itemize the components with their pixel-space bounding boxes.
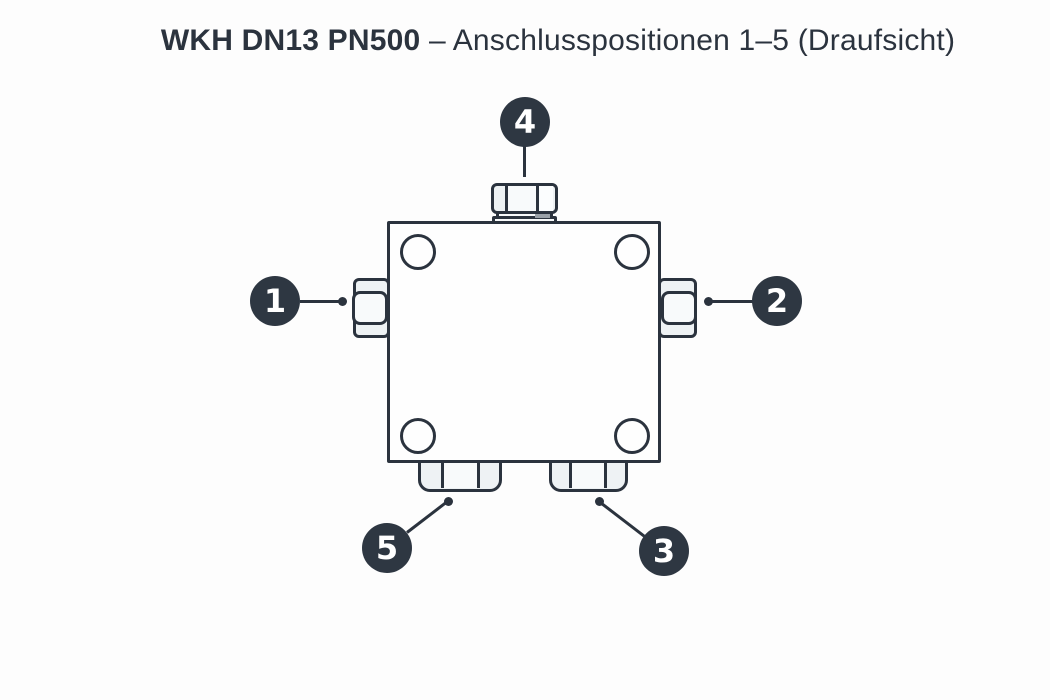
port-5-hex-middle-face: [444, 460, 477, 488]
leader-line-5: [406, 499, 450, 534]
leader-line-3: [598, 499, 646, 537]
port-5-hex-divider-right: [477, 460, 480, 488]
port-4-hex-middle-face: [508, 186, 536, 211]
leader-dot-2: [703, 296, 713, 306]
title-subtitle: – Anschlusspositionen 1–5 (Draufsicht): [428, 24, 956, 57]
leader-dot-3: [594, 496, 604, 506]
port-4-hex-divider-left: [505, 186, 508, 211]
port-3-hex-divider-left: [569, 460, 572, 488]
port-2-hex-middle-face: [661, 291, 697, 325]
leader-line-4: [523, 146, 526, 177]
bolt-hole-bottom-right: [614, 418, 650, 454]
port-4-thread-mark: [535, 212, 550, 218]
badge-3-number: 3: [652, 532, 676, 570]
title-product-name: WKH DN13 PN500: [160, 24, 421, 57]
badge-4-number: 4: [513, 103, 537, 141]
badge-2-number: 2: [765, 282, 789, 320]
badge-1: 1: [250, 276, 300, 326]
bolt-hole-bottom-left: [400, 418, 436, 454]
leader-dot-1: [337, 296, 347, 306]
bolt-hole-top-right: [614, 234, 650, 270]
port-4-hex-divider-right: [536, 186, 539, 211]
badge-1-number: 1: [263, 282, 287, 320]
badge-5-number: 5: [375, 529, 399, 567]
leader-line-1: [300, 299, 343, 303]
port-3-hex-divider-right: [604, 460, 607, 488]
port-4-hex-right-face: [539, 186, 553, 211]
badge-4: 4: [500, 97, 550, 147]
badge-3: 3: [639, 526, 689, 576]
leader-dot-5: [443, 496, 453, 506]
diagram-title: WKH DN13 PN500 – Anschlusspositionen 1–5…: [0, 24, 1050, 58]
port-3-hex-middle-face: [572, 460, 604, 488]
port-1-hex-middle-face: [352, 291, 388, 325]
bolt-hole-top-left: [400, 234, 436, 270]
port-5-hex-divider-left: [441, 460, 444, 488]
leader-line-2: [707, 299, 753, 303]
badge-2: 2: [752, 276, 802, 326]
badge-5: 5: [362, 523, 412, 573]
